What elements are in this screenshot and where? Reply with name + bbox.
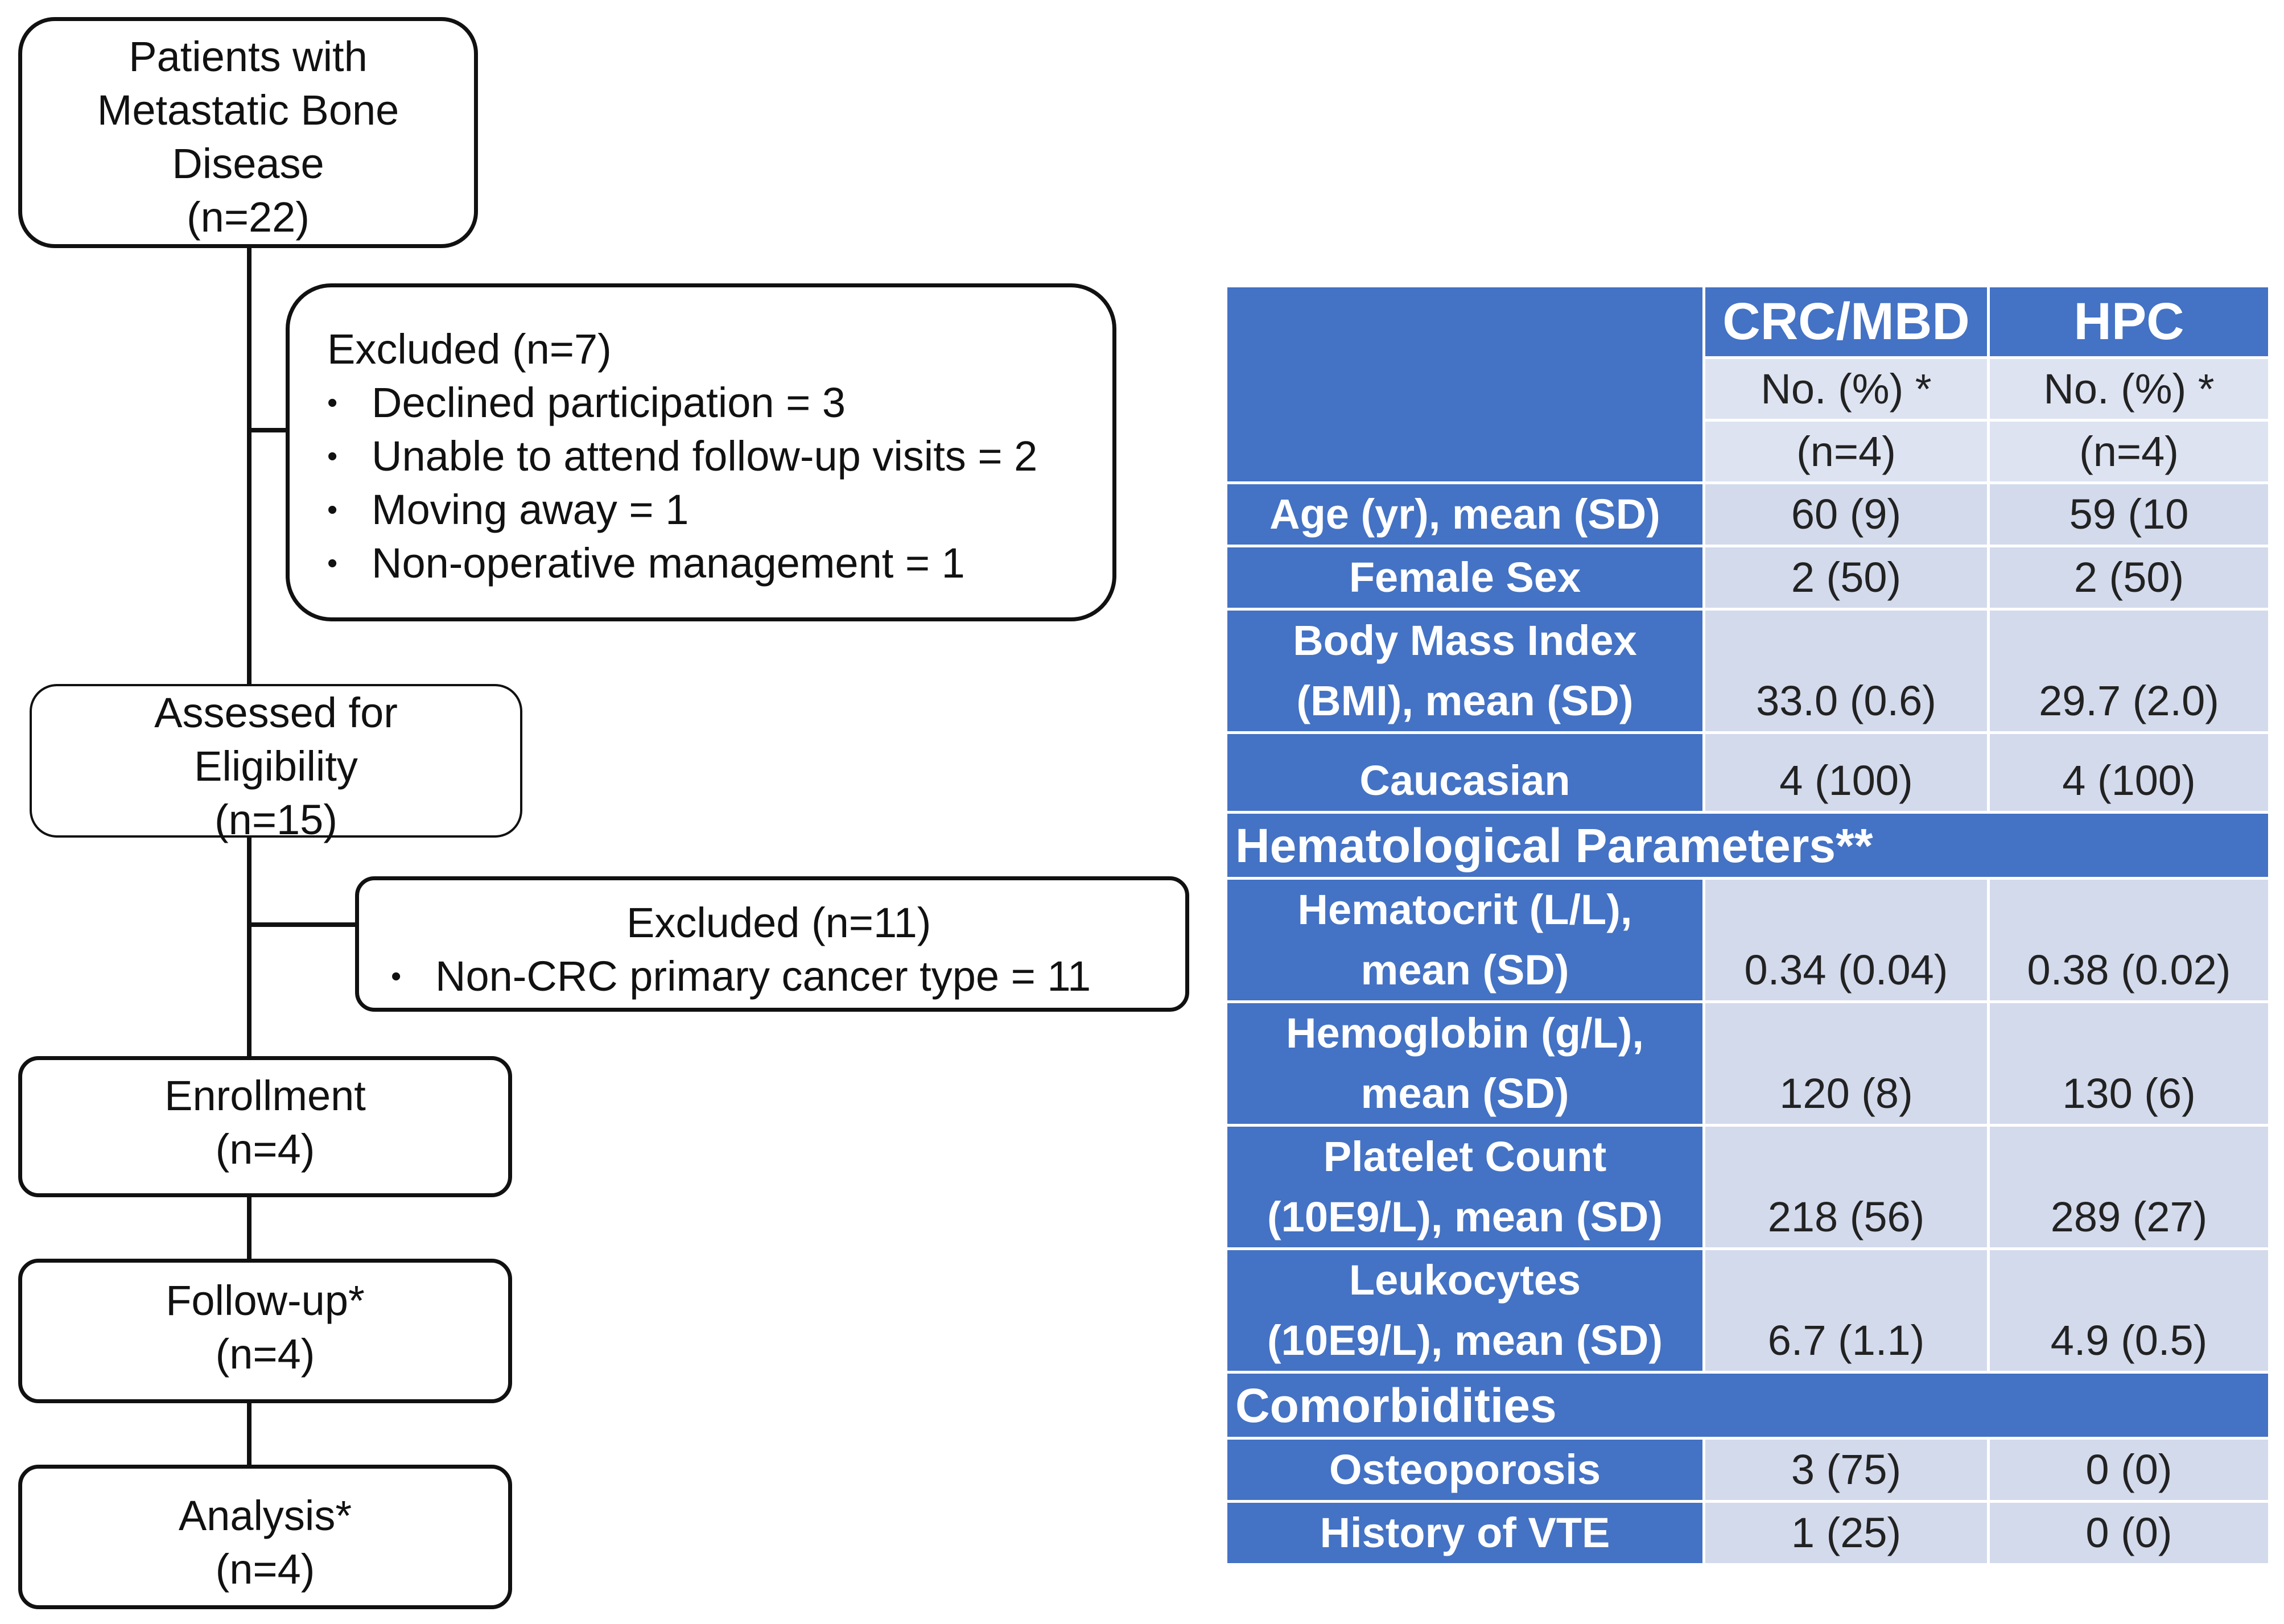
- cell-value: 3 (75): [1702, 1437, 1990, 1503]
- row-label: Body Mass Index(BMI), mean (SD): [1225, 608, 1705, 734]
- cell-value: 6.7 (1.1): [1702, 1247, 1990, 1374]
- table-row: Caucasian 4 (100) 4 (100): [1225, 731, 2271, 814]
- column-header: HPC: [1987, 285, 2271, 359]
- flow-box-analysis: Analysis* (n=4): [18, 1465, 512, 1609]
- excluded-item: Moving away = 1: [327, 483, 1112, 537]
- row-label: Age (yr), mean (SD): [1225, 481, 1705, 547]
- column-subheader: No. (%) *: [1702, 356, 1990, 422]
- cell-value: 59 (10: [1987, 481, 2271, 547]
- table-row: Body Mass Index(BMI), mean (SD) 33.0 (0.…: [1225, 608, 2271, 734]
- cell-value: 218 (56): [1702, 1124, 1990, 1250]
- excluded-list: Declined participation = 3 Unable to att…: [327, 376, 1112, 590]
- connector-line: [247, 1403, 252, 1468]
- table-row: History of VTE 1 (25) 0 (0): [1225, 1500, 2271, 1566]
- table-header-row: CRC/MBD HPC: [1225, 285, 2271, 484]
- cell-value: 0 (0): [1987, 1500, 2271, 1566]
- cell-value: 2 (50): [1702, 545, 1990, 611]
- connector-line: [247, 248, 252, 684]
- cell-value: 60 (9): [1702, 481, 1990, 547]
- flow-box-followup: Follow-up* (n=4): [18, 1259, 512, 1403]
- table-row: Age (yr), mean (SD) 60 (9) 59 (10: [1225, 481, 2271, 547]
- cell-value: 4 (100): [1987, 731, 2271, 814]
- cell-value: 2 (50): [1987, 545, 2271, 611]
- column-subheader: No. (%) *: [1987, 356, 2271, 422]
- flow-box-start: Patients with Metastatic Bone Disease (n…: [18, 17, 478, 248]
- excluded-list: Non-CRC primary cancer type = 11: [391, 950, 1185, 1003]
- flow-box-enrollment: Enrollment (n=4): [18, 1056, 512, 1197]
- row-label: Platelet Count(10E9/L), mean (SD): [1225, 1124, 1705, 1250]
- row-label: Caucasian: [1225, 731, 1705, 814]
- table-row: Leukocytes(10E9/L), mean (SD) 6.7 (1.1) …: [1225, 1247, 2271, 1374]
- cell-value: 1 (25): [1702, 1500, 1990, 1566]
- excluded-title: Excluded (n=7): [327, 325, 612, 373]
- table-subheader-row: No. (%) * No. (%) *: [1226, 356, 2271, 422]
- row-label: Leukocytes(10E9/L), mean (SD): [1225, 1247, 1705, 1374]
- section-row: Hematological Parameters**: [1225, 811, 2271, 880]
- column-header: CRC/MBD: [1702, 285, 1990, 359]
- table-row: Osteoporosis 3 (75) 0 (0): [1225, 1437, 2271, 1503]
- excluded-item: Unable to attend follow-up visits = 2: [327, 430, 1112, 483]
- row-label: History of VTE: [1225, 1500, 1705, 1566]
- table-row: Hemoglobin (g/L),mean (SD) 120 (8) 130 (…: [1225, 1000, 2271, 1127]
- connector-branch: [247, 428, 286, 432]
- excluded-item: Declined participation = 3: [327, 376, 1112, 430]
- cell-value: 120 (8): [1702, 1000, 1990, 1127]
- table-row: Hematocrit (L/L),mean (SD) 0.34 (0.04) 0…: [1225, 877, 2271, 1003]
- cell-value: 289 (27): [1987, 1124, 2271, 1250]
- cell-value: 4.9 (0.5): [1987, 1247, 2271, 1374]
- excluded-box-2: Excluded (n=11) Non-CRC primary cancer t…: [355, 876, 1189, 1012]
- row-label: Female Sex: [1225, 545, 1705, 611]
- table-row: Female Sex 2 (50) 2 (50): [1225, 545, 2271, 611]
- column-count: (n=4): [1987, 419, 2271, 484]
- cell-value: 0.34 (0.04): [1702, 877, 1990, 1003]
- excluded-item: Non-CRC primary cancer type = 11: [391, 950, 1185, 1003]
- connector-line: [247, 838, 252, 1061]
- flow-box-assessed: Assessed for Eligibility (n=15): [30, 684, 522, 843]
- table-row: Platelet Count(10E9/L), mean (SD) 218 (5…: [1225, 1124, 2271, 1250]
- cell-value: 29.7 (2.0): [1987, 608, 2271, 734]
- column-count: (n=4): [1702, 419, 1990, 484]
- section-row: Comorbidities: [1225, 1371, 2271, 1440]
- section-title: Hematological Parameters**: [1225, 811, 2271, 880]
- row-label: Osteoporosis: [1225, 1437, 1705, 1503]
- excluded-title: Excluded (n=11): [626, 899, 931, 946]
- cell-value: 4 (100): [1702, 731, 1990, 814]
- connector-branch: [247, 922, 358, 927]
- row-label: Hemoglobin (g/L),mean (SD): [1225, 1000, 1705, 1127]
- cell-value: 0.38 (0.02): [1987, 877, 2271, 1003]
- excluded-box-1: Excluded (n=7) Declined participation = …: [286, 283, 1116, 621]
- row-label: Hematocrit (L/L),mean (SD): [1225, 877, 1705, 1003]
- table-count-row: (n=4) (n=4): [1226, 419, 2271, 484]
- connector-line: [247, 1197, 252, 1262]
- section-title: Comorbidities: [1225, 1371, 2271, 1440]
- table-corner-cell: [1225, 285, 1705, 484]
- excluded-item: Non-operative management = 1: [327, 537, 1112, 590]
- cell-value: 130 (6): [1987, 1000, 2271, 1127]
- cell-value: 33.0 (0.6): [1702, 608, 1990, 734]
- cell-value: 0 (0): [1987, 1437, 2271, 1503]
- baseline-characteristics-table: CRC/MBD HPC No. (%) * No. (%) * (n=4) (n…: [1225, 285, 2271, 1566]
